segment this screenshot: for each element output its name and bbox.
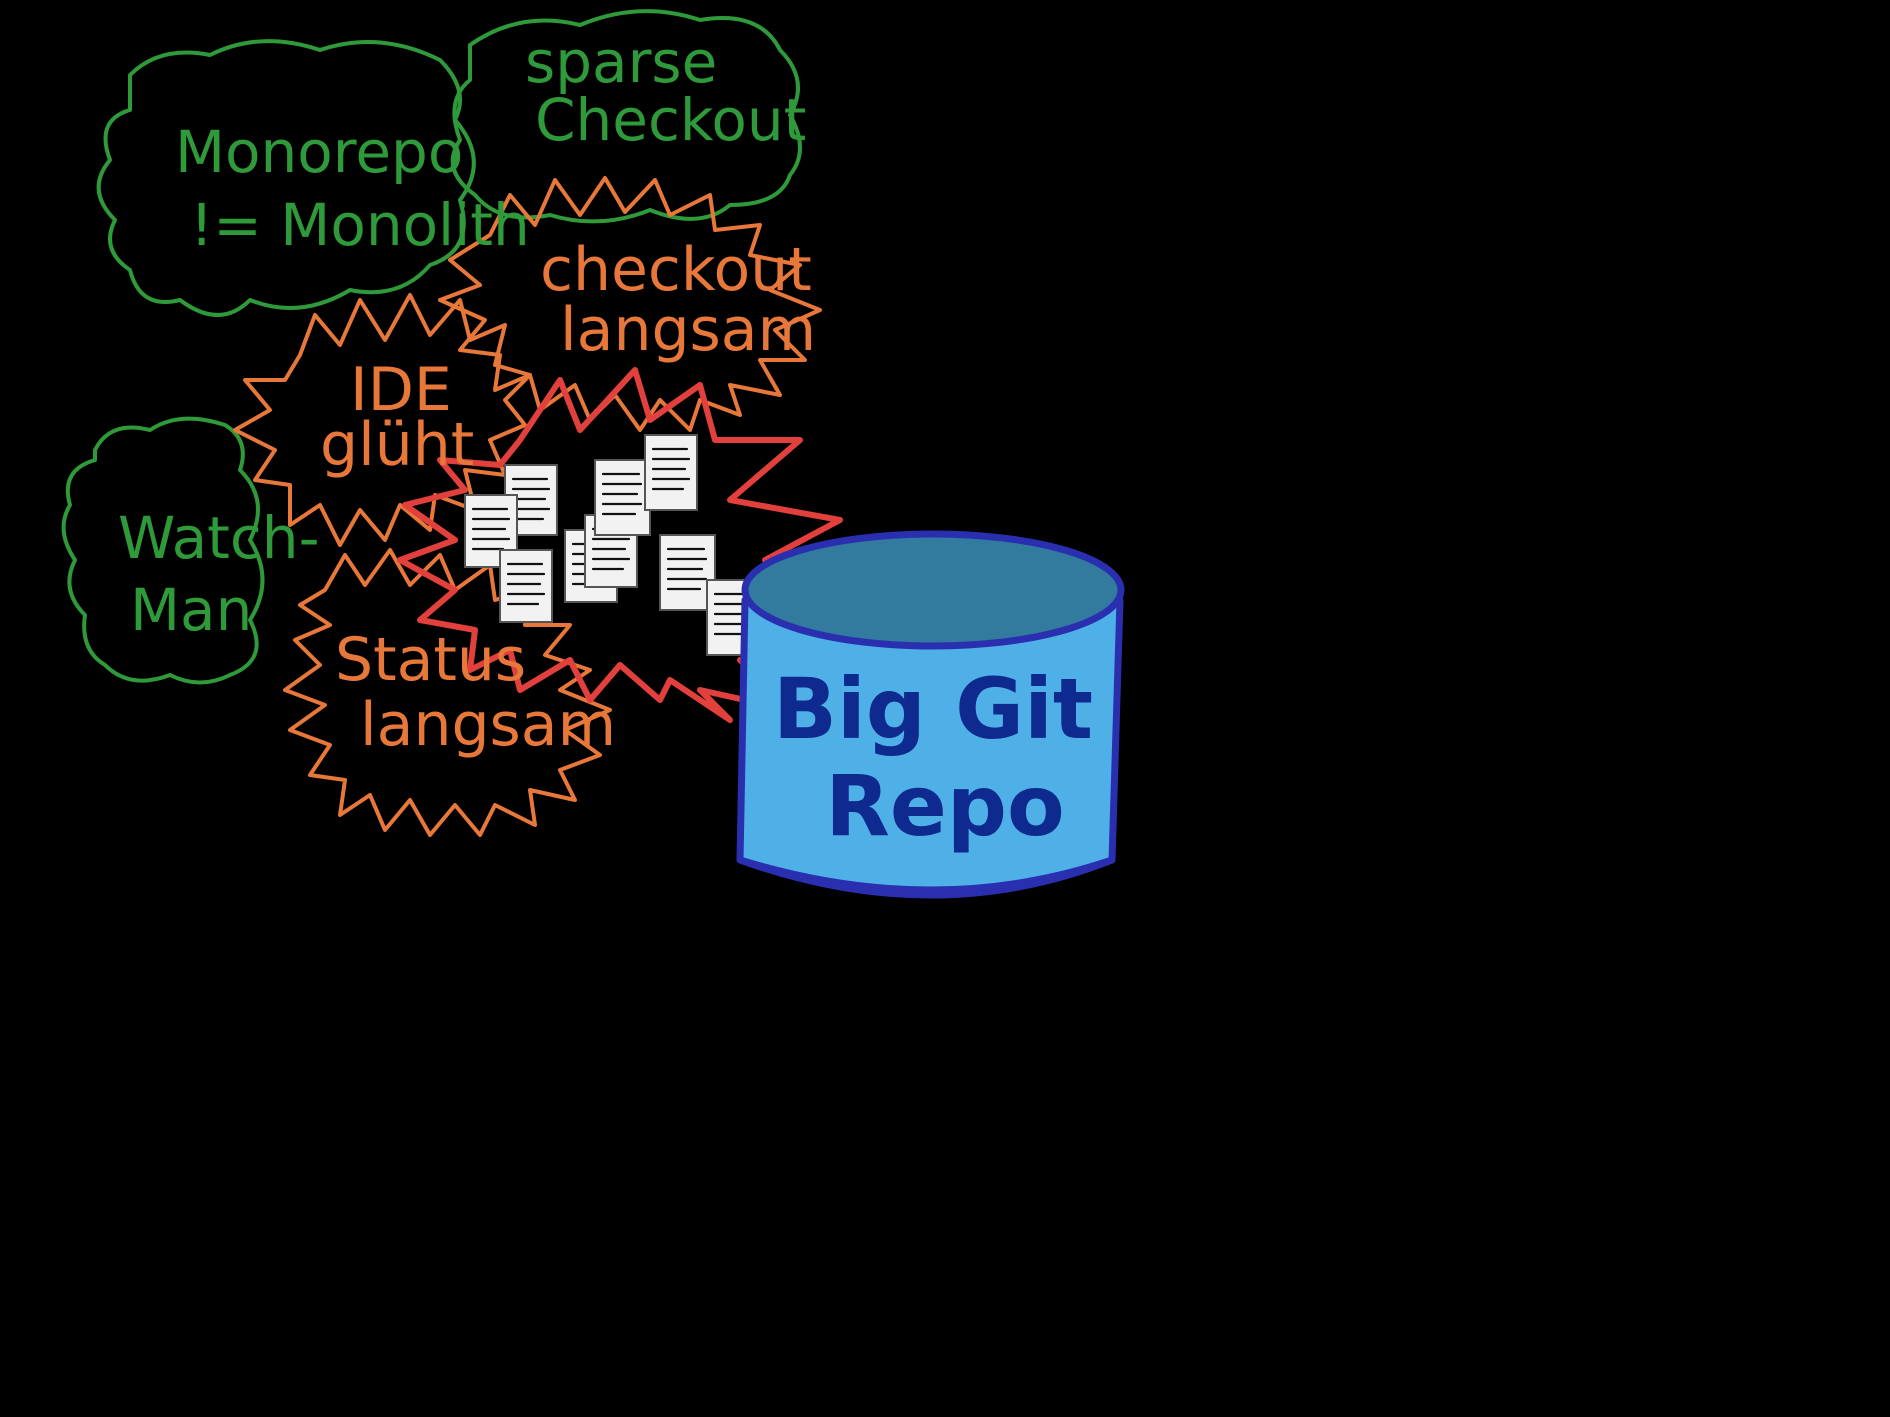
note-checkout-line1: checkout [540,235,812,305]
note-monorepo-line2: != Monolith [190,191,530,259]
note-sparse-line1: sparse [525,28,717,96]
document-icon [659,534,716,611]
document-icon [594,459,651,536]
burst-ide [233,293,532,547]
note-watchman-line1: Watch- [118,504,320,572]
cloud-sparse-checkout [450,9,802,224]
cloud-watchman [61,416,265,685]
repo-cylinder [736,530,1125,899]
document-icon [464,494,518,568]
note-checkout-line2: langsam [560,295,816,365]
burst-explosion [397,367,853,723]
documents-pile [464,434,763,656]
note-ide-line1: IDE [350,355,452,425]
repo-bottom-rim [738,856,1114,899]
note-watchman-line2: Man [130,576,252,644]
note-monorepo-line1: Monorepo [175,118,463,186]
repo-top [741,530,1125,650]
burst-status [283,548,612,837]
note-status-line2: langsam [360,690,616,760]
note-ide-line2: glüht [320,410,474,480]
repo-label-line1: Big Git [773,660,1093,758]
document-icon [499,549,553,623]
cloud-monorepo [96,39,476,317]
repo-label-line2: Repo [825,757,1065,855]
document-icon [644,434,698,511]
note-sparse-line2: Checkout [535,86,806,154]
note-status-line1: Status [335,625,526,695]
